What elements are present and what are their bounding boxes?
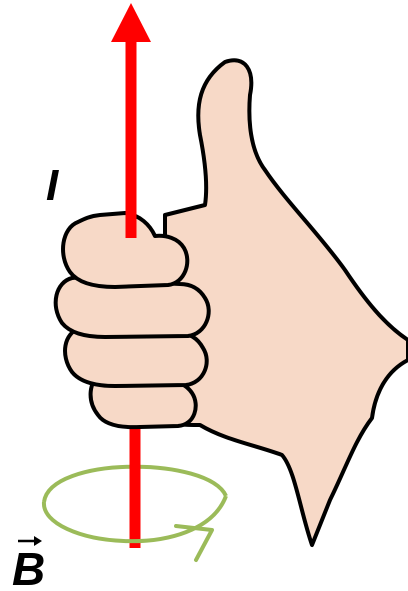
- current-label: I: [46, 161, 59, 210]
- arrow-up-icon: [111, 3, 151, 42]
- field-label: B: [12, 543, 45, 591]
- right-hand-icon: [56, 60, 408, 545]
- circular-arrow-icon: [176, 526, 212, 560]
